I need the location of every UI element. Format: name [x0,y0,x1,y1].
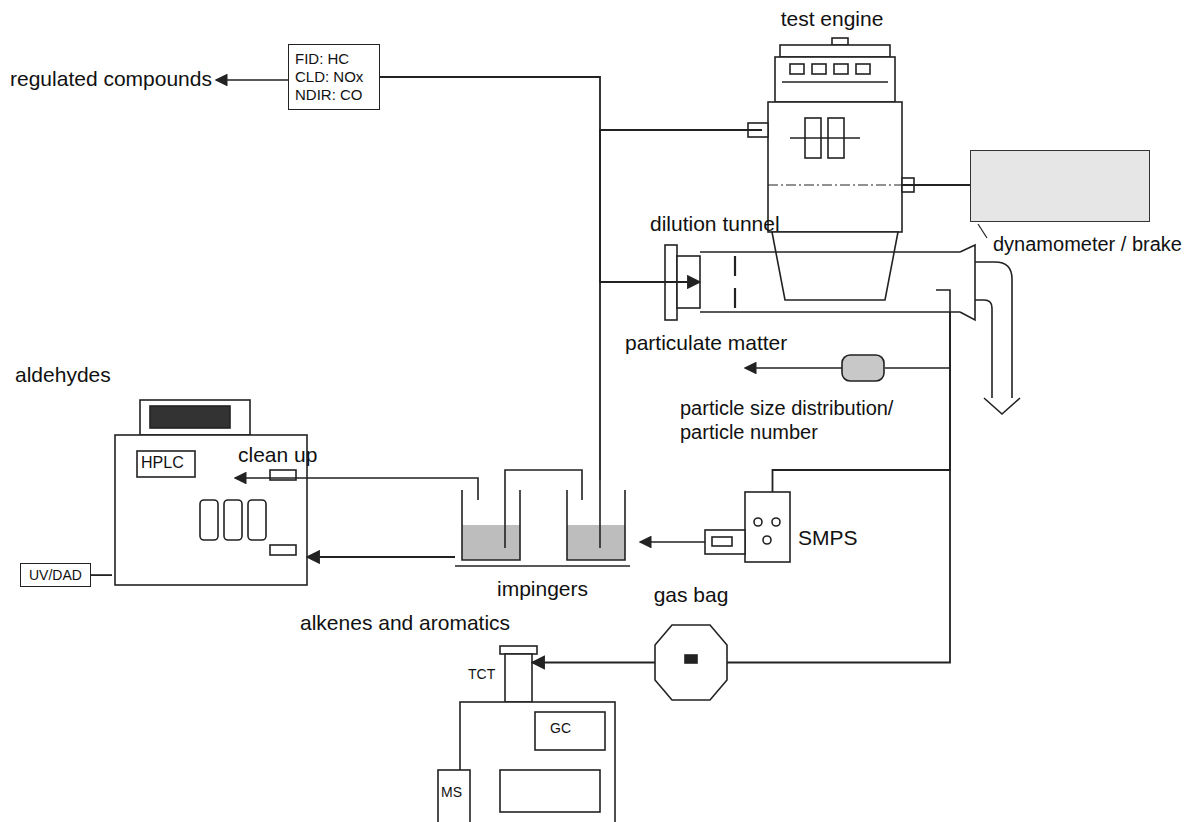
ms-unit [438,770,470,822]
solvent-bottle [224,500,242,540]
outlet-arrow [984,398,1020,414]
impinger-glass [567,490,625,560]
node-heading: gas bag [654,583,729,607]
tct-tower [505,654,532,702]
flow-line [727,312,950,663]
mixing-plate [734,256,736,276]
outlet-pipe [975,262,1012,398]
leader-line [978,224,987,238]
hplc-slot [270,545,296,555]
node-heading: dilution tunnel [650,212,780,236]
hplc-monitor [140,400,250,435]
gas-bag [655,625,727,700]
gas-bag-node: gas bag [655,625,727,700]
output-label: alkenes and aromatics [300,610,510,635]
instrument-label: GC [550,720,571,736]
node-heading: dynamometer / brake [993,233,1182,256]
hplc-label-frame [137,451,195,477]
filter-line [885,367,950,369]
engine-node: test engine [762,45,902,300]
valve [812,64,826,74]
tunnel-wall [700,251,960,253]
inlet-tube [599,480,601,548]
engine-knob [832,38,848,45]
impinger-liquid [567,525,625,560]
smps-knob [772,518,780,526]
impinger-glass [462,490,520,560]
flow-line [902,184,970,186]
hplc-screen [150,406,230,428]
detector-label: UV/DAD [29,566,82,584]
gc-ms-instrument: TCTGCMS [450,646,620,822]
output-label: regulated compounds [10,66,212,91]
smps-instrument: SMPS [705,492,790,562]
flow-line [91,574,112,576]
gc-body [460,702,615,822]
bag-valve [685,655,697,663]
impinger-base [455,565,630,567]
sample-probe [936,290,950,312]
node-heading: test engine [781,7,884,31]
smps-knob [754,518,762,526]
smps-display [712,537,732,546]
head-line [782,81,888,83]
solvent-bottle [248,500,266,540]
tunnel-wall [700,311,960,313]
cleanup-tube [235,478,478,500]
mixing-plate [734,288,736,308]
hplc-instrument: HPLC [112,400,307,585]
instrument-label: TCT [468,666,495,682]
impinger-liquid [462,525,520,560]
valve [790,64,804,74]
analyzer-text: FID: HC CLD: NOx NDIR: CO [295,50,373,104]
oil-pan [772,232,898,300]
outlet-pipe [975,300,992,398]
instrument-label: MS [441,784,462,800]
flow-line [600,130,762,282]
flow-line [380,77,762,130]
smps-arrow [640,541,705,543]
node-heading: impingers [497,577,588,601]
smps-counter [705,530,745,554]
smps-classifier [745,492,790,562]
impinger-set: impingers [455,480,630,567]
crank-axis [768,185,902,186]
valve [856,64,870,74]
dilution-tunnel: dilution tunnel [700,252,960,312]
valve [834,64,848,74]
smps-knob [763,536,771,544]
engine-cover [780,45,890,57]
gc-panel [535,712,605,750]
analyzer-box: FID: HC CLD: NOx NDIR: CO [288,44,380,110]
cylinder-head [775,57,895,102]
engine-block [768,102,902,232]
output-label: particulate matter [625,330,787,355]
crank-line [790,137,860,139]
detector-box: UV/DAD [20,563,91,587]
output-label: aldehydes [15,362,111,387]
analyzer-arrow [216,79,288,81]
pm-filter [842,355,884,381]
instrument-label: SMPS [798,526,858,550]
dynamometer-box: dynamometer / brake [970,150,1150,222]
solvent-bottle [200,500,218,540]
instrument-label: HPLC [141,454,184,472]
output-label: particle size distribution/ particle num… [680,396,938,444]
flow-line [307,556,455,558]
transfer-tube [505,470,582,548]
filter-arrow [745,367,842,369]
gc-screen [500,770,600,812]
output-label: clean up [238,442,317,467]
tct-cap [500,646,537,654]
tunnel-cone [960,245,975,320]
flow-line [532,662,655,664]
